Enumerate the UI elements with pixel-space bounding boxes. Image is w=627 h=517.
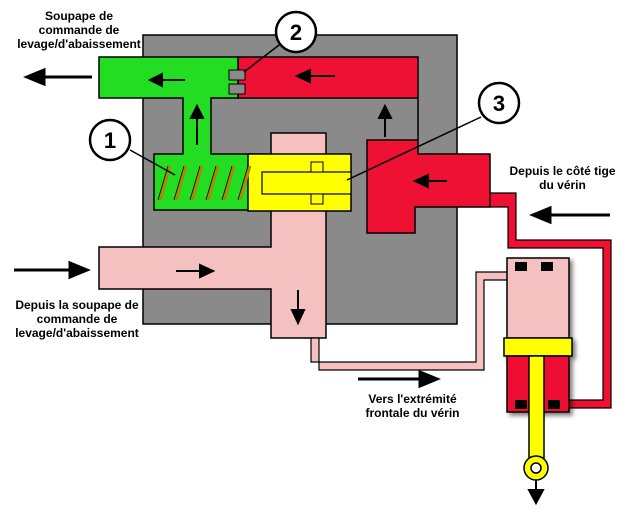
port-notch-top bbox=[228, 69, 246, 81]
callout-1: 1 bbox=[88, 118, 132, 162]
callout-2: 2 bbox=[274, 10, 318, 54]
label-bottom-center-line-1: Vers l'extrémité bbox=[368, 392, 457, 406]
arrow-pink-down bbox=[290, 290, 306, 326]
arrow-red-left bbox=[294, 68, 335, 84]
callout-3-label: 3 bbox=[493, 91, 505, 116]
callout-2-label: 2 bbox=[290, 20, 302, 45]
cylinder-port-1 bbox=[515, 262, 527, 271]
cylinder-piston bbox=[503, 337, 573, 357]
red-passage bbox=[237, 56, 491, 234]
arrow-in-bottom-left bbox=[14, 260, 91, 280]
flow-arrows bbox=[147, 68, 447, 326]
label-top-left-line-3: levage/d'abaissement bbox=[17, 37, 141, 51]
label-bottom-left-line-2: commande de bbox=[36, 312, 118, 326]
rod-eye-hole bbox=[530, 462, 542, 474]
arrow-out-top-left bbox=[23, 67, 92, 87]
label-bottom-left-line-1: Depuis la soupape de bbox=[15, 298, 139, 312]
cylinder-port-4 bbox=[548, 400, 560, 409]
label-bottom-center: Vers l'extrémité frontale du vérin bbox=[350, 392, 475, 420]
arrow-red-up bbox=[377, 103, 393, 137]
arrow-pink-right bbox=[176, 263, 216, 279]
piston-rod bbox=[528, 355, 545, 461]
label-top-left: Soupape de commande de levage/d'abaissem… bbox=[4, 9, 154, 51]
label-right-line-1: Depuis le côté tige bbox=[509, 164, 616, 178]
spool-land bbox=[310, 161, 324, 173]
label-top-left-line-2: commande de bbox=[38, 23, 120, 37]
port-notch-bottom bbox=[228, 83, 246, 95]
label-bottom-left: Depuis la soupape de commande de levage/… bbox=[2, 298, 152, 340]
callout-1-label: 1 bbox=[104, 128, 116, 153]
rod-direction-arrow bbox=[527, 480, 545, 506]
callout-leaders bbox=[129, 41, 482, 181]
label-bottom-left-line-3: levage/d'abaissement bbox=[15, 326, 139, 340]
arrow-out-bottom bbox=[358, 369, 441, 389]
label-right-line-2: du vérin bbox=[539, 178, 586, 192]
arrow-green-up bbox=[189, 103, 205, 145]
spring-outline bbox=[157, 165, 249, 201]
cylinder-port-3 bbox=[515, 400, 527, 409]
spool-land-lower bbox=[310, 193, 324, 205]
label-bottom-center-line-2: frontale du vérin bbox=[365, 406, 460, 420]
label-right: Depuis le côté tige du vérin bbox=[500, 164, 625, 192]
spool-stem bbox=[261, 171, 352, 195]
arrow-red-inlet-left bbox=[412, 173, 447, 189]
cylinder-port-2 bbox=[541, 262, 553, 271]
callout-3: 3 bbox=[477, 81, 521, 125]
external-arrows bbox=[14, 67, 610, 389]
arrow-in-right bbox=[529, 205, 610, 225]
label-top-left-line-1: Soupape de bbox=[44, 9, 113, 23]
arrow-green-left bbox=[147, 72, 185, 88]
spring bbox=[158, 165, 252, 201]
